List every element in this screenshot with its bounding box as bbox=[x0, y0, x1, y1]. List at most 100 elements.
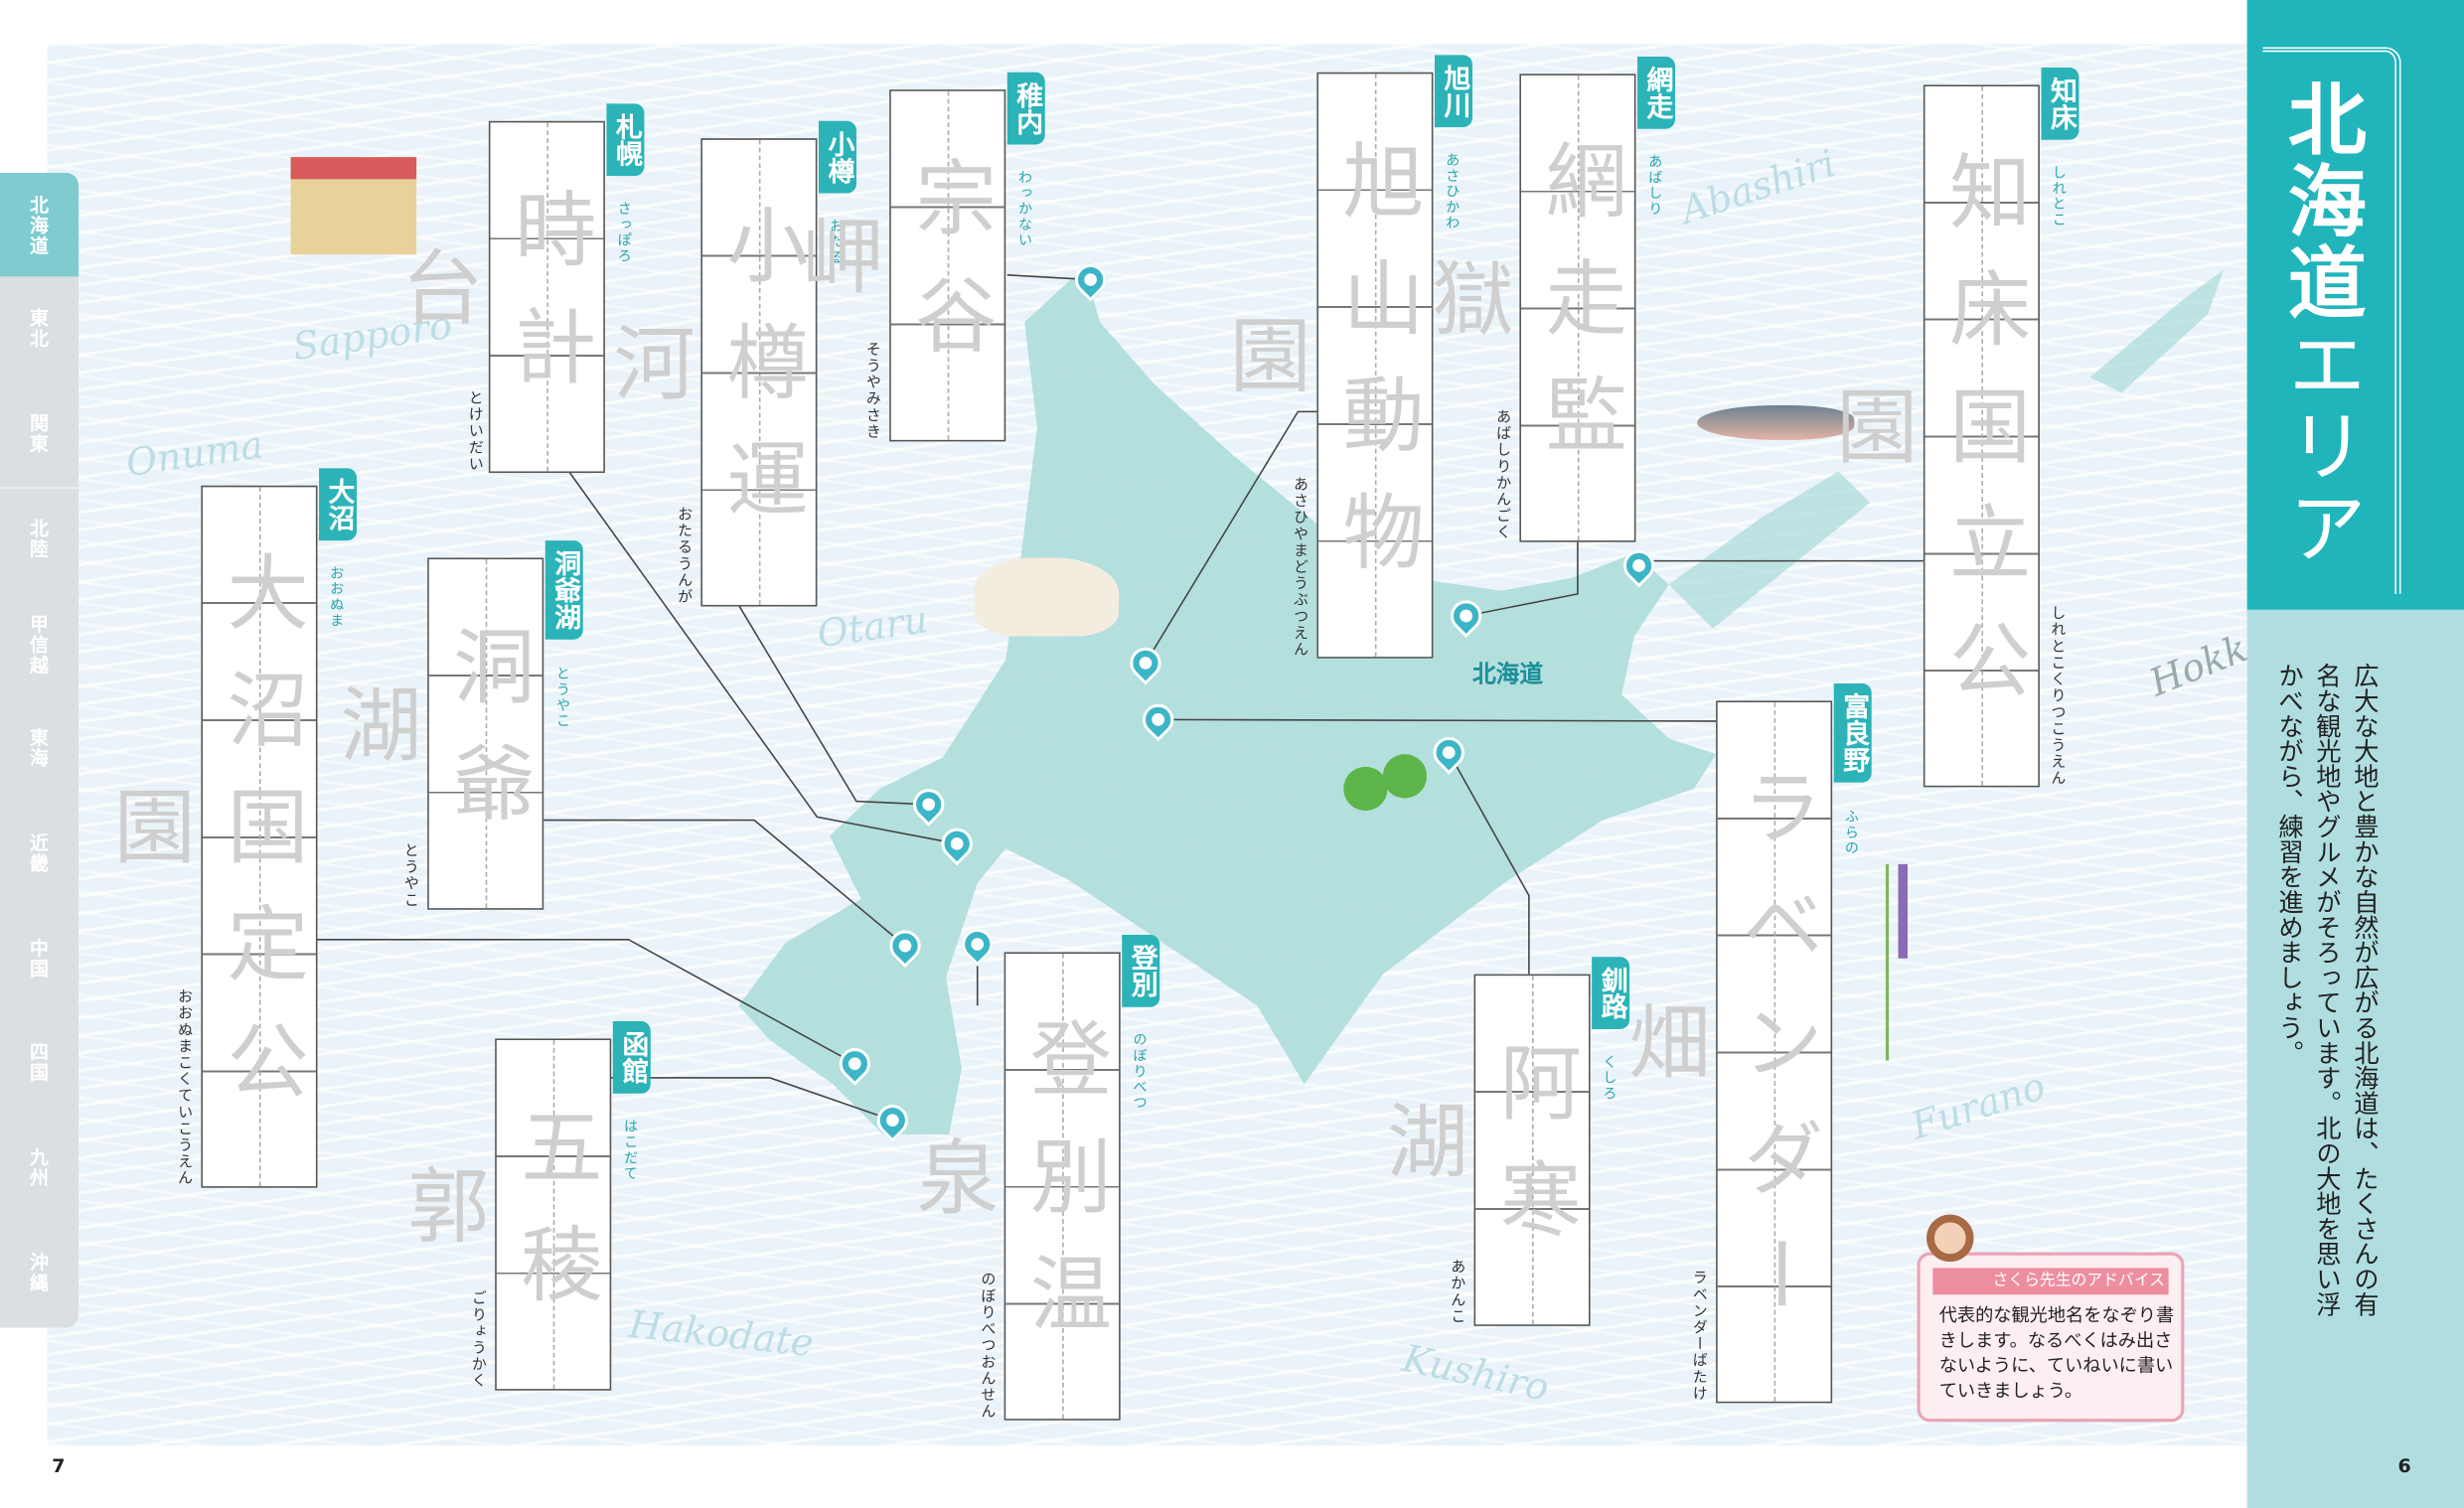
word-reading: のぼりべつおんせん bbox=[977, 1270, 996, 1420]
sidebar-item-hokkaido[interactable]: 北海道 bbox=[0, 172, 79, 277]
practice-box-akanko[interactable]: 阿寒湖 釧路 くしろ あかんこ bbox=[1371, 957, 1630, 1326]
sidebar-item-chugoku[interactable]: 中国 bbox=[0, 907, 78, 1010]
trace-word: 知床国立公園 bbox=[1821, 149, 2029, 735]
trace-word: 宗谷岬 bbox=[787, 154, 996, 389]
word-reading: あかんこ bbox=[1447, 1258, 1465, 1325]
sidebar-item-tohoku[interactable]: 東北 bbox=[0, 276, 78, 379]
area-tag: 釧路 bbox=[1592, 957, 1630, 1029]
word-reading: おおぬまこくていこうえん bbox=[174, 987, 192, 1187]
sidebar-item-label: 近畿 bbox=[27, 832, 50, 874]
sidebar-item-label: 北海道 bbox=[27, 194, 50, 256]
sidebar-item-okinawa[interactable]: 沖縄 bbox=[0, 1221, 78, 1324]
sidebar-item-label: 北陸 bbox=[27, 518, 50, 560]
title-panel: 北海道エリア 広大な大地と豊かな自然が広がる北海道は、たくさんの有名な観光地やグ… bbox=[2246, 0, 2464, 1508]
practice-box-onuma-park[interactable]: 大沼国定公園 大沼 おおぬま おおぬまこくていこうえん bbox=[98, 468, 358, 1188]
word-reading: ラベンダーばたけ bbox=[1689, 1269, 1707, 1402]
word-reading: あさひやまどうぶつえん bbox=[1290, 475, 1308, 658]
sidebar-item-label: 沖縄 bbox=[27, 1252, 50, 1293]
polar-bear-illustration bbox=[974, 557, 1120, 637]
practice-box-goryokaku[interactable]: 五稜郭 函館 はこだて ごりょうかく bbox=[392, 1021, 651, 1391]
word-reading: とうやこ bbox=[400, 841, 418, 909]
trace-word: ラベンダー畑 bbox=[1614, 765, 1822, 1351]
area-tag: 函館 bbox=[612, 1021, 651, 1094]
title-frame bbox=[2262, 47, 2401, 594]
page-number-right: 6 bbox=[2397, 1454, 2411, 1477]
sidebar-item-shikoku[interactable]: 四国 bbox=[0, 1010, 78, 1114]
practice-box-abashiri-prison[interactable]: 網走監獄 網走 あばしり あばしりかんごく bbox=[1417, 56, 1675, 542]
trace-word: 洞爺湖 bbox=[325, 623, 534, 857]
area-tag: 旭川 bbox=[1435, 55, 1472, 128]
trace-word: 時計台 bbox=[386, 186, 594, 421]
intro-text: 広大な大地と豊かな自然が広がる北海道は、たくさんの有名な観光地やグルメがそろって… bbox=[2273, 663, 2380, 1317]
sidebar-item-kanto[interactable]: 関東 bbox=[0, 381, 78, 485]
teacher-avatar bbox=[1926, 1214, 1974, 1263]
trace-word: 旭山動物園 bbox=[1214, 137, 1423, 606]
area-tag: 稚内 bbox=[1006, 72, 1045, 145]
sidebar-item-tokai[interactable]: 東海 bbox=[0, 696, 78, 800]
word-reading: おたるうんが bbox=[674, 506, 692, 605]
sidebar-item-koshinetsu[interactable]: 甲信越 bbox=[0, 592, 78, 695]
sidebar-item-label: 四国 bbox=[27, 1041, 50, 1083]
practice-box-tokeidai[interactable]: 時計台 札幌 さっぽろ とけいだい bbox=[386, 103, 645, 474]
practice-box-lavender-field[interactable]: ラベンダー畑 富良野 ふらの ラベンダーばたけ bbox=[1614, 682, 1872, 1404]
area-tag: 網走 bbox=[1637, 56, 1675, 129]
title-sub: エリア bbox=[2275, 323, 2367, 569]
area-reading: おたる bbox=[826, 218, 843, 266]
trace-word: 小樽運河 bbox=[598, 203, 807, 554]
map-label: 北海道 bbox=[1471, 660, 1544, 688]
title-main: 北海道 bbox=[2275, 78, 2367, 324]
area-reading: ふらの bbox=[1841, 809, 1858, 856]
sidebar-item-kinki[interactable]: 近畿 bbox=[0, 802, 78, 905]
page-number-left: 7 bbox=[52, 1454, 66, 1477]
shiretoko-peninsula bbox=[1668, 471, 1871, 629]
sidebar-item-label: 中国 bbox=[27, 938, 50, 980]
area-tag: 札幌 bbox=[606, 103, 645, 177]
lavender-illustration bbox=[1885, 863, 1983, 1061]
area-tag: 知床 bbox=[2041, 68, 2079, 140]
area-reading: くしろ bbox=[1600, 1054, 1616, 1102]
trace-word: 五稜郭 bbox=[392, 1104, 601, 1338]
word-reading: ごりょうかく bbox=[468, 1289, 486, 1390]
sidebar-divider bbox=[0, 487, 79, 489]
area-reading: のぼりべつ bbox=[1130, 1032, 1146, 1112]
area-reading: おおぬま bbox=[326, 565, 343, 629]
practice-box-asahiyama-zoo[interactable]: 旭山動物園 旭川 あさひかわ あさひやまどうぶつえん bbox=[1214, 55, 1472, 659]
sidebar-item-label: 東北 bbox=[27, 307, 50, 350]
practice-box-shiretoko-park[interactable]: 知床国立公園 知床 しれとこ しれとこくりつこうえん bbox=[1821, 68, 2079, 788]
advice-box: さくら先生のアドバイス 代表的な観光地名をなぞり書きします。なるべくはみ出さない… bbox=[1917, 1252, 2185, 1423]
trace-word: 大沼国定公園 bbox=[98, 549, 307, 1136]
area-reading: あばしり bbox=[1644, 153, 1661, 218]
trace-word: 阿寒湖 bbox=[1371, 1039, 1580, 1274]
area-reading: わっかない bbox=[1014, 169, 1031, 248]
word-reading: しれとこくりつこうえん bbox=[2047, 604, 2066, 786]
sidebar-item-label: 甲信越 bbox=[27, 613, 50, 676]
sidebar-item-hokuriku[interactable]: 北陸 bbox=[0, 487, 78, 590]
sidebar-item-label: 東海 bbox=[27, 727, 50, 769]
practice-box-otaru-canal[interactable]: 小樽運河 小樽 おたる おたるうんが bbox=[598, 120, 856, 607]
kunashiri-island bbox=[2089, 270, 2224, 393]
area-tag: 小樽 bbox=[819, 120, 856, 194]
area-tag: 登別 bbox=[1122, 935, 1160, 1007]
sidebar-item-label: 関東 bbox=[27, 412, 50, 455]
area-reading: しれとこ bbox=[2049, 165, 2066, 228]
area-reading: とうやこ bbox=[552, 666, 569, 729]
title-panel-header: 北海道エリア bbox=[2246, 0, 2464, 610]
practice-box-noboribetsu-onsen[interactable]: 登別温泉 登別 のぼりべつ のぼりべつおんせん bbox=[901, 935, 1160, 1421]
advice-heading: さくら先生のアドバイス bbox=[1932, 1268, 2169, 1295]
practice-box-soya-misaki[interactable]: 宗谷岬 稚内 わっかない そうやみさき bbox=[787, 72, 1045, 442]
area-tag: 大沼 bbox=[319, 468, 358, 541]
area-reading: あさひかわ bbox=[1442, 152, 1459, 231]
page-title: 北海道エリア bbox=[2275, 78, 2367, 568]
salmon-illustration bbox=[1697, 405, 1855, 440]
practice-box-toyako[interactable]: 洞爺湖 洞爺湖 とうやこ とうやこ bbox=[325, 540, 583, 910]
sidebar-item-kyushu[interactable]: 九州 bbox=[0, 1116, 78, 1219]
word-reading: あばしりかんごく bbox=[1492, 408, 1510, 541]
word-reading: とけいだい bbox=[465, 388, 483, 472]
trace-word: 網走監獄 bbox=[1417, 138, 1625, 491]
word-reading: そうやみさき bbox=[862, 341, 880, 440]
advice-body: 代表的な観光地名をなぞり書きします。なるべくはみ出さないように、ていねいに書いて… bbox=[1938, 1303, 2175, 1402]
area-reading: はこだて bbox=[620, 1119, 637, 1182]
trace-word: 登別温泉 bbox=[901, 1016, 1110, 1369]
